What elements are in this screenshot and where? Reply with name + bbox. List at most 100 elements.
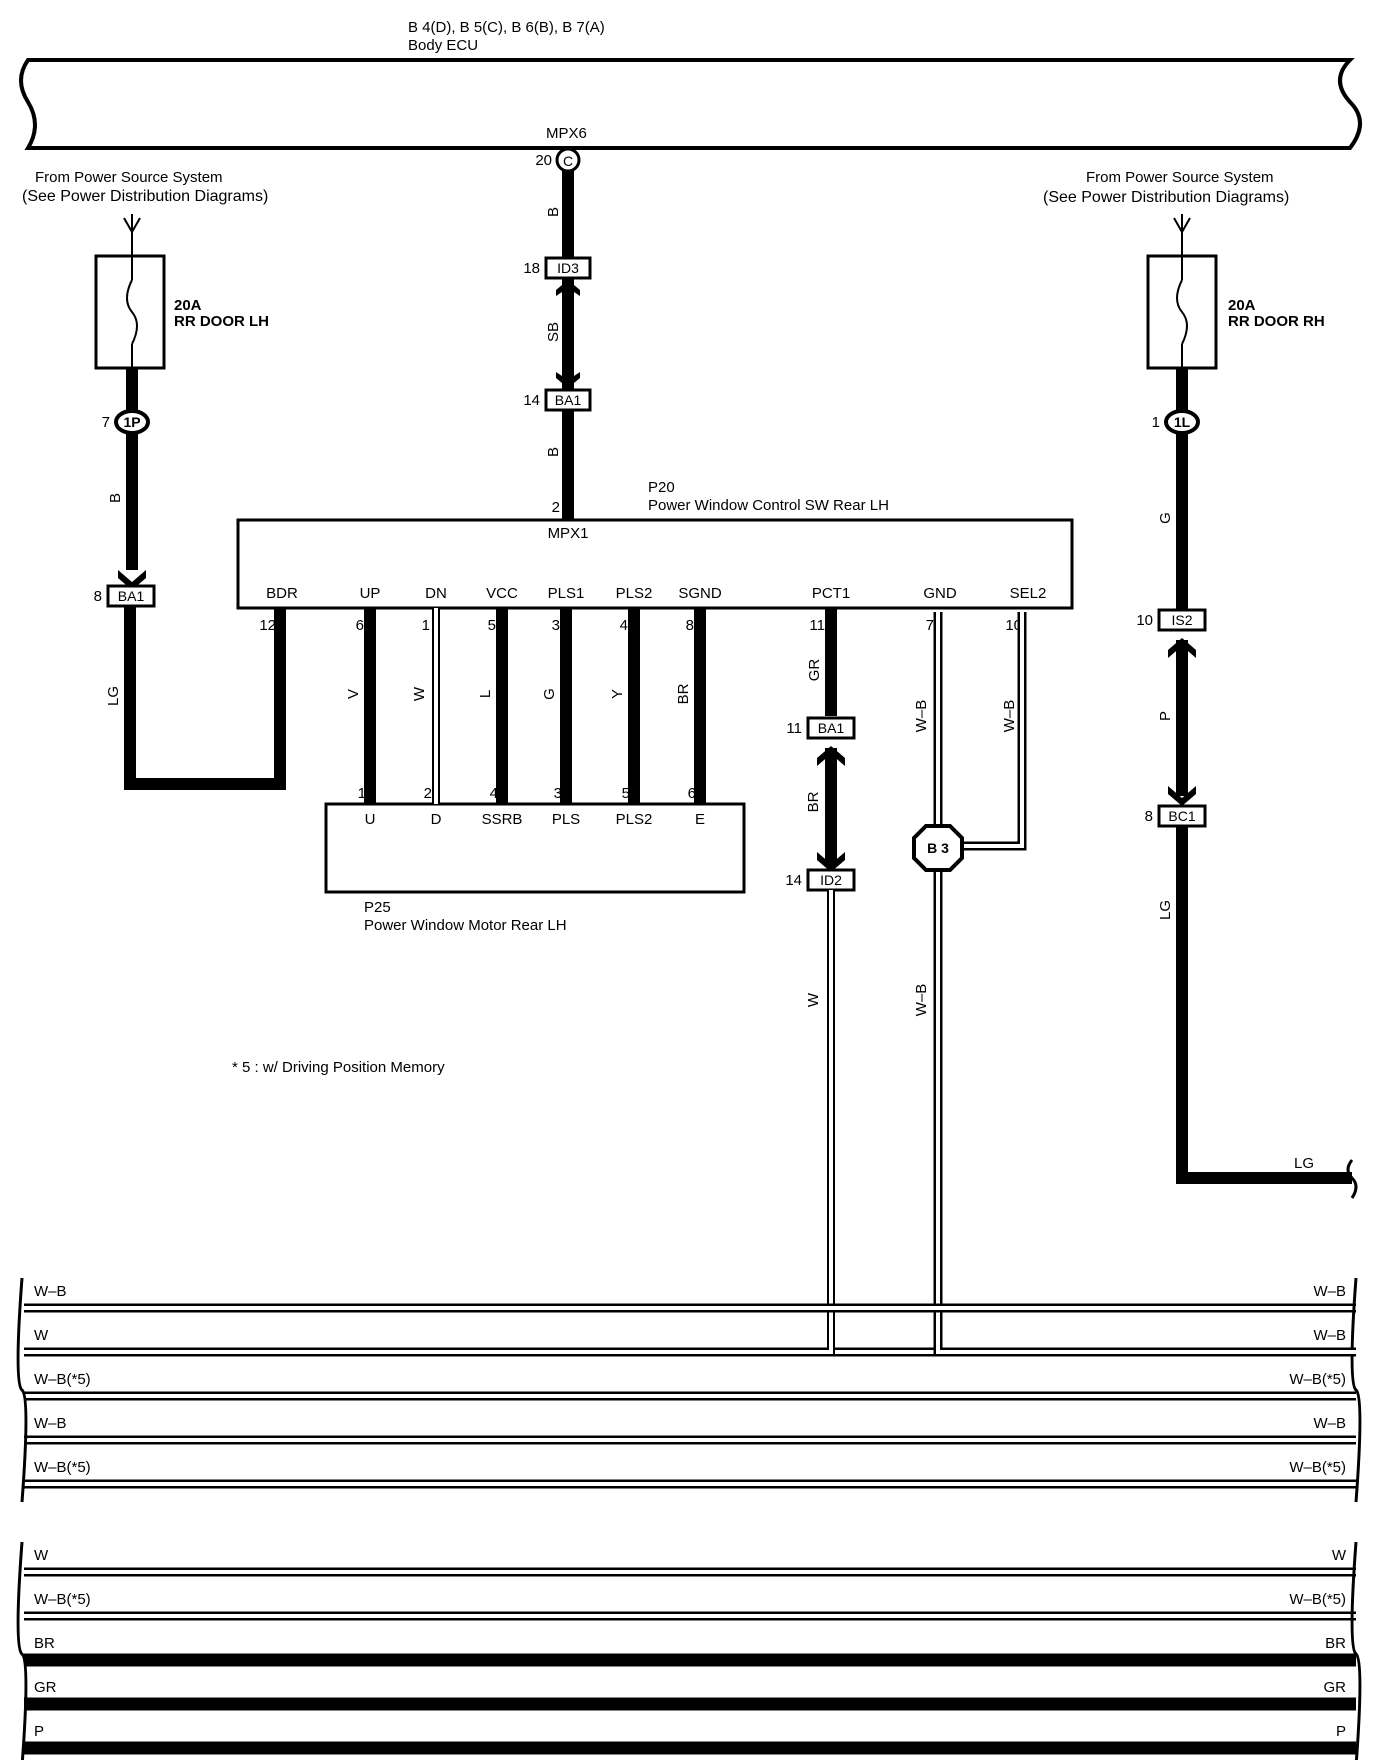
fuse-left (94, 254, 166, 370)
ecu-pin-code: C (563, 153, 573, 169)
mpx-line: C 20 B ID3 18 SB BA1 14 B 2 (523, 147, 592, 520)
junction-1l (1164, 409, 1200, 435)
bus-left-label: P (34, 1723, 44, 1740)
left-wire2: LG (105, 686, 122, 706)
bus-right-label: P (1336, 1723, 1346, 1740)
motor-pin-e: 6 (688, 785, 696, 802)
switch-pin-up: 6 (356, 617, 364, 634)
ecu-name: Body ECU (408, 37, 478, 54)
motor-terminal-pls2: PLS2 (616, 811, 653, 828)
switch-terminal-pct1: PCT1 (812, 585, 850, 602)
svg-text:ID2: ID2 (820, 872, 842, 888)
motor-p25: P25 Power Window Motor Rear LH (324, 802, 746, 934)
switch-terminal-pls1: PLS1 (548, 585, 585, 602)
motor-name: Power Window Motor Rear LH (364, 917, 567, 934)
left-conn-pin: 8 (94, 588, 102, 605)
right-wire1: G (1157, 512, 1174, 524)
wire-label-pls1: G (541, 688, 558, 700)
is2-pin: 10 (1136, 612, 1153, 629)
junction-1l-pin: 1 (1152, 414, 1160, 431)
svg-text:BA1: BA1 (818, 720, 845, 736)
switch-box (236, 518, 1074, 610)
fuse-left-name: RR DOOR LH (174, 313, 269, 330)
motor-terminal-e: E (695, 811, 705, 828)
connector-id3: ID3 (544, 256, 592, 280)
switch-terminal-sgnd: SGND (678, 585, 722, 602)
ecu-connectors: B 4(D), B 5(C), B 6(B), B 7(A) (408, 19, 605, 36)
pct-c2-pin: 14 (785, 872, 802, 889)
wire-label-vcc: L (477, 690, 494, 698)
bc1-pin: 8 (1145, 808, 1153, 825)
svg-text:BC1: BC1 (1168, 808, 1195, 824)
bus-right-label: W (1332, 1547, 1347, 1564)
switch-name: Power Window Control SW Rear LH (648, 497, 889, 514)
bus-left-label: W–B(*5) (34, 1591, 91, 1608)
svg-text:BA1: BA1 (118, 588, 145, 604)
junction-1p-pin: 7 (102, 414, 110, 431)
pct-wire3: W (805, 992, 822, 1007)
body-ecu: B 4(D), B 5(C), B 6(B), B 7(A) Body ECU … (19, 19, 1362, 150)
connector-bc1: BC1 (1157, 804, 1207, 828)
switch-pin-gnd: 7 (926, 617, 934, 634)
wire-label-sgnd: BR (675, 683, 692, 704)
junction-1l-label: 1L (1174, 414, 1191, 430)
switch-motor-wires: BDR12UP6VDN1WVCC5LPLS13GPLS24YSGND8BRPCT… (259, 585, 1046, 828)
motor-pin-ssrb: 4 (490, 785, 498, 802)
sw-mpx-pin: 2 (552, 499, 560, 516)
ground-wire-down: W–B (913, 984, 930, 1017)
bus-branch-joins (24, 1330, 1356, 1357)
right-wire-end: LG (1294, 1155, 1314, 1172)
pct-c1-pin: 11 (786, 720, 802, 737)
wire-label-up: V (345, 689, 362, 699)
motor-terminal-d: D (431, 811, 442, 828)
motor-pin-pls: 3 (554, 785, 562, 802)
pct-wire2: BR (805, 791, 822, 812)
switch-pin-pct1: 11 (809, 617, 825, 634)
left-src2: (See Power Distribution Diagrams) (22, 188, 268, 205)
motor-box (324, 802, 746, 894)
ecu-port: MPX6 (546, 125, 587, 142)
right-wire2: P (1157, 711, 1174, 721)
fuse-right-name: RR DOOR RH (1228, 313, 1325, 330)
bus-right-label: W–B(*5) (1289, 1371, 1346, 1388)
junction-1p-label: 1P (123, 414, 140, 430)
bus-left-label: W–B (34, 1415, 67, 1432)
switch-pin-bdr: 12 (259, 617, 276, 634)
right-src2: (See Power Distribution Diagrams) (1043, 189, 1289, 206)
bus-right-label: W–B(*5) (1289, 1591, 1346, 1608)
bus-right-label: W–B (1313, 1415, 1346, 1432)
motor-pin-u: 1 (358, 785, 366, 802)
connector-id2: ID2 (806, 868, 856, 892)
ecu-pin-circle (555, 147, 581, 173)
connector-ba1-left: BA1 (106, 584, 156, 608)
switch-terminal-pls2: PLS2 (616, 585, 653, 602)
bus-left-label: W–B(*5) (34, 1371, 91, 1388)
wire-label-sel2: W–B (1001, 700, 1018, 733)
motor-terminal-u: U (365, 811, 376, 828)
switch-terminal-sel2: SEL2 (1010, 585, 1047, 602)
switch-terminal-dn: DN (425, 585, 447, 602)
connector-ba1-mpx: BA1 (544, 388, 592, 412)
switch-terminal-up: UP (360, 585, 381, 602)
bus-left-label: W (34, 1327, 49, 1344)
mpx-wire3: B (545, 447, 562, 457)
switch-pin-dn: 1 (422, 617, 430, 634)
switch-p20: P20 Power Window Control SW Rear LH MPX1 (236, 479, 1074, 610)
connector-is2: IS2 (1157, 608, 1207, 632)
motor-terminal-ssrb: SSRB (482, 811, 523, 828)
wire-label-dn: W (411, 686, 428, 701)
right-src1: From Power Source System (1086, 169, 1274, 186)
bus-left-label: W–B(*5) (34, 1459, 91, 1476)
switch-pin-sgnd: 8 (686, 617, 694, 634)
wire-label-pls2: Y (609, 689, 626, 699)
bus-right-label: W–B(*5) (1289, 1459, 1346, 1476)
bus-right-label: GR (1324, 1679, 1347, 1696)
bus-right-label: BR (1325, 1635, 1346, 1652)
left-src1: From Power Source System (35, 169, 223, 186)
bus-left-label: W–B (34, 1283, 67, 1300)
ground-b3: B 3 W–B (912, 612, 1352, 1357)
